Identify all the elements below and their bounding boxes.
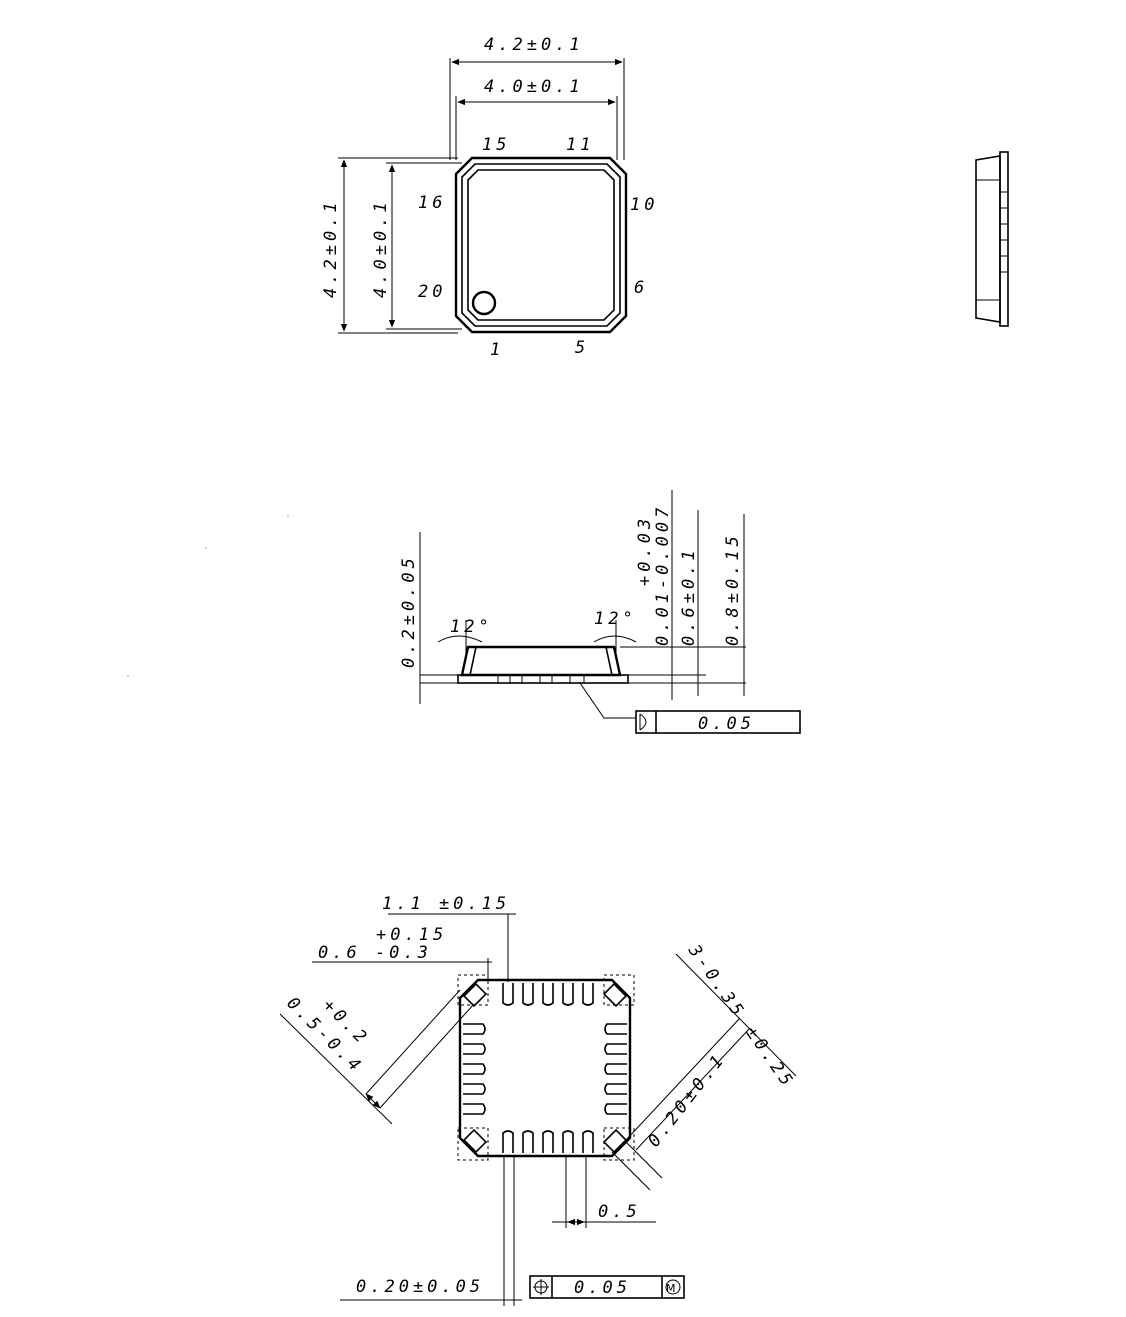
position-tolerance-value: 0.05 bbox=[574, 1278, 631, 1298]
dim-gap-base: 0.01-0.007 bbox=[653, 504, 673, 646]
side-view: 12° 12° 0.2±0.05 +0.03 0.01-0.007 0.6±0.… bbox=[399, 490, 801, 734]
dim-body: 0.6±0.1 bbox=[679, 546, 699, 646]
coplanarity-frame bbox=[635, 710, 801, 734]
edge-view bbox=[975, 151, 1009, 327]
dim-outer-width: 4.2±0.1 bbox=[484, 35, 584, 55]
position-tolerance-frame bbox=[529, 1275, 685, 1299]
dim-inner-height: 4.0±0.1 bbox=[371, 198, 391, 298]
dim-offset-base: 0.6 -0.3 bbox=[318, 943, 432, 963]
dim-corner-gap: 0.20±0.1 bbox=[644, 1049, 730, 1151]
dim-inner-width: 4.0±0.1 bbox=[484, 77, 584, 97]
coplanarity-icon bbox=[639, 713, 647, 731]
package-body-outline bbox=[467, 169, 615, 321]
dim-pad-length: 1.1 ±0.15 bbox=[382, 894, 510, 914]
package-bottom-body bbox=[458, 978, 632, 1158]
pads-bottom bbox=[502, 1130, 594, 1153]
bottom-view: 1.1 ±0.15 +0.15 0.6 -0.3 0.5-0.4 +0.2 3-… bbox=[279, 894, 798, 1306]
pads-left bbox=[463, 1023, 486, 1115]
position-icon bbox=[533, 1279, 549, 1295]
pin1-marker-icon bbox=[471, 290, 497, 316]
pads-right bbox=[604, 1023, 627, 1115]
dim-total: 0.8±0.15 bbox=[723, 532, 743, 646]
dim-pitch: 0.5 bbox=[598, 1202, 641, 1222]
pin-label-15: 15 bbox=[482, 135, 510, 155]
pin-label-16: 16 bbox=[418, 193, 446, 213]
pin-label-20: 20 bbox=[418, 282, 446, 302]
dim-standoff: 0.2±0.05 bbox=[399, 554, 419, 668]
dim-gap-plus: +0.03 bbox=[635, 515, 655, 586]
dim-outer-height: 4.2±0.1 bbox=[321, 198, 341, 298]
pin-label-6: 6 bbox=[634, 278, 648, 298]
pin-label-1: 1 bbox=[490, 340, 504, 360]
pin-label-5: 5 bbox=[575, 338, 589, 358]
mmc-icon: M bbox=[665, 1279, 681, 1295]
pads-top bbox=[502, 983, 594, 1006]
top-view: 4.2±0.1 4.0±0.1 4.2±0.1 4.0±0.1 15 11 16… bbox=[321, 35, 658, 360]
dim-line-corner-left bbox=[365, 1093, 381, 1109]
package-outer-outline bbox=[454, 156, 628, 334]
package-side-body bbox=[460, 645, 622, 677]
pin-label-10: 10 bbox=[630, 195, 658, 215]
package-inner-outline bbox=[461, 163, 621, 327]
angle-right: 12° bbox=[594, 609, 637, 629]
angle-left: 12° bbox=[450, 617, 493, 637]
pin-label-11: 11 bbox=[566, 135, 594, 155]
coplanarity-value: 0.05 bbox=[698, 714, 755, 734]
svg-text:M: M bbox=[666, 1282, 676, 1295]
dim-offset-plus: +0.15 bbox=[376, 925, 447, 945]
dim-pad-width: 0.20±0.05 bbox=[356, 1277, 484, 1297]
